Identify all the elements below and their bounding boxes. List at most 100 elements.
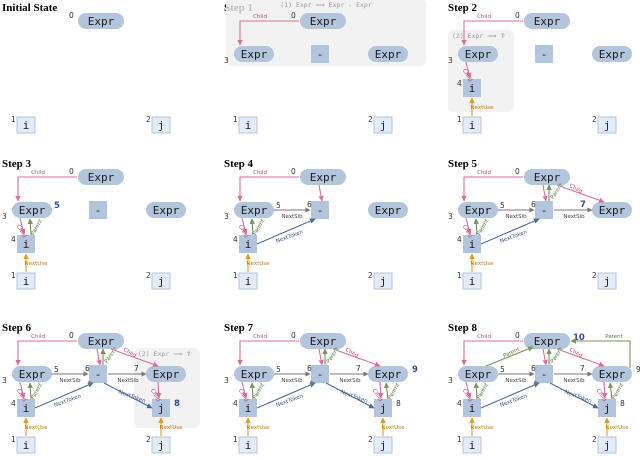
token-i-index: 1 (11, 271, 16, 280)
minus-node-shape (89, 201, 107, 219)
edge-child-root-minus (318, 348, 324, 366)
left-expr-node-label: Expr (19, 368, 46, 381)
edge-nextuse-j-label: NextUse (159, 425, 183, 431)
left-expr-node-shape (12, 366, 52, 382)
left-expr-step-index: 5 (500, 365, 505, 374)
panel-title-2: Step 2 (448, 2, 478, 14)
sq-i-node-label: i (23, 238, 30, 251)
sq-i-index: 4 (233, 399, 238, 408)
token-i-index: 1 (233, 115, 238, 124)
edge-parent-i-left (249, 382, 256, 400)
minus-node-label: - (317, 204, 324, 217)
edge-child-label: Child (477, 14, 491, 20)
edge-nexttoken-minus-j (103, 382, 153, 409)
root-expr-node-shape (524, 169, 570, 185)
panel-title-8: Step 8 (448, 322, 478, 334)
root-expr-node-label: Expr (88, 15, 115, 28)
edge-nexttoken-i-minus-label: NextToken (275, 229, 304, 245)
token-j-label: j (380, 275, 387, 288)
edge-child-root-right-label: Child (344, 347, 359, 359)
edge-child-left-i (19, 217, 26, 235)
root-index: 0 (69, 11, 74, 20)
rule2-text: (2) Expr ⟹ 𝒱 (452, 32, 507, 40)
edge-nextuse-i-label: NextUse (24, 425, 48, 431)
minus-index: 6 (531, 200, 536, 209)
root-index: 0 (515, 167, 520, 176)
minus-node-label: - (95, 368, 102, 381)
edge-nexttoken-minus-j-label: NextToken (339, 389, 368, 405)
edge-child-root-minus (318, 184, 324, 202)
edge-child-root-left (461, 340, 523, 366)
minus-node-shape (311, 365, 329, 383)
panel-title-0: Initial State (2, 2, 57, 14)
minus-node-label: - (541, 368, 548, 381)
edge-child-left-i (465, 61, 472, 79)
edge-parent-right-root-label: Parent (605, 334, 623, 340)
edge-parent-j-right (383, 382, 390, 400)
panel-title-6: Step 6 (2, 322, 32, 334)
edge-nexttoken-minus-j-label: NextToken (563, 389, 592, 405)
right-expr-node-shape (592, 366, 632, 382)
edge-nexttoken-i-minus-label: NextToken (53, 393, 82, 409)
edge-child-left-i (241, 217, 248, 235)
left-expr-step-index: 5 (500, 201, 505, 210)
sq-j-node-label: j (158, 402, 165, 415)
edge-nexttoken-minus-j (325, 382, 375, 409)
edge-nexttoken-i-minus-label: NextToken (275, 393, 304, 409)
edge-parent-i-left-label: Parent (252, 218, 266, 237)
edge-child-label: Child (477, 334, 491, 340)
right-expr-index: 7 (134, 364, 139, 373)
token-i-index: 1 (457, 435, 462, 444)
sq-i-node-label: i (245, 402, 252, 415)
edge-parent-left-root (485, 346, 534, 367)
edge-nextsib-minus-right-label: NextSib (339, 378, 361, 384)
rule1-text: (1) Expr ⟹ Expr - Expr (280, 1, 372, 9)
right-expr-node-shape (592, 202, 632, 218)
sq-i-index: 4 (11, 235, 16, 244)
edge-child-root-minus (542, 348, 548, 366)
right-expr-node-label: Expr (599, 204, 626, 217)
token-j-label: j (158, 275, 165, 288)
root-expr-node-label: Expr (88, 335, 115, 348)
edge-parent-i-left (249, 218, 256, 236)
right-expr-index: 7 (580, 200, 586, 210)
minus-index: 6 (85, 364, 90, 373)
sq-i-index: 4 (457, 399, 462, 408)
minus-node-label: - (541, 204, 548, 217)
edge-parent-i-left (473, 218, 480, 236)
sq-i-node-label: i (23, 402, 30, 415)
right-expr-node-label: Expr (153, 368, 180, 381)
token-i-box (462, 436, 482, 454)
left-expr-node-label: Expr (465, 204, 492, 217)
left-expr-index: 3 (224, 212, 229, 221)
token-i-index: 1 (11, 435, 16, 444)
edge-child-right-j (377, 381, 384, 399)
edge-nextsib-left-minus-label: NextSib (505, 378, 527, 384)
sq-j-index: 8 (174, 399, 180, 409)
root-expr-node-label: Expr (88, 171, 115, 184)
token-j-label: j (380, 119, 387, 132)
left-expr-node-shape (458, 46, 498, 62)
right-expr-node-label: Expr (153, 204, 180, 217)
right-expr-index: 7 (356, 364, 361, 373)
root-expr-node-shape (524, 333, 570, 349)
left-expr-node-shape (234, 366, 274, 382)
edge-nextuse-i-label: NextUse (24, 261, 48, 267)
token-j-index: 2 (592, 435, 597, 444)
token-i-box (16, 436, 36, 454)
left-expr-step-index: 5 (276, 201, 281, 210)
token-i-index: 1 (11, 115, 16, 124)
edge-parent-j-right-label: Parent (387, 382, 401, 401)
token-j-label: j (604, 119, 611, 132)
sq-i-node-label: i (245, 238, 252, 251)
token-j-box (151, 436, 171, 454)
edge-child-label: Child (31, 334, 45, 340)
edge-parent-i-left-label: Parent (252, 382, 266, 401)
edge-child-right-j (155, 381, 162, 399)
root-index: 0 (291, 11, 296, 20)
sq-i-index: 4 (457, 79, 462, 88)
